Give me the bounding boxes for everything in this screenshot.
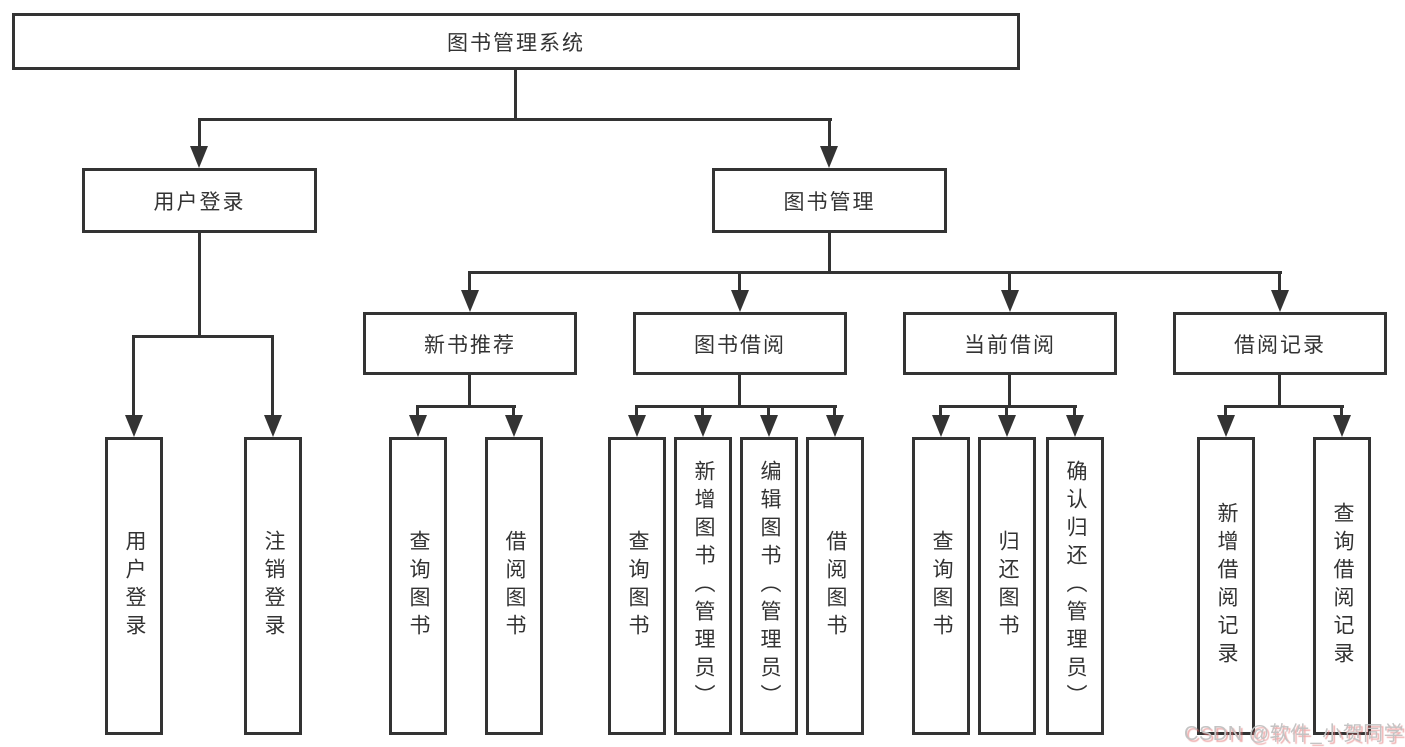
connector-line [468, 271, 1282, 274]
leaf-add-book-admin: 新增图书（管理员） [674, 437, 732, 735]
connector-line [468, 271, 471, 293]
leaf-query-book-borrow: 查询图书 [608, 437, 666, 735]
connector-line [271, 335, 274, 419]
connector-line [635, 405, 638, 421]
connector-line [1224, 405, 1344, 408]
connector-line [767, 405, 770, 421]
connector-line [1008, 375, 1011, 408]
connector-line [701, 405, 704, 421]
watermark-text: CSDN @软件_小贺同学 [1184, 723, 1405, 745]
arrowhead-down-icon [1217, 415, 1235, 437]
arrowhead-down-icon [1333, 415, 1351, 437]
leaf-query-borrow-record: 查询借阅记录 [1313, 437, 1371, 735]
connector-line [416, 405, 419, 421]
arrowhead-down-icon [628, 415, 646, 437]
node-book-management: 图书管理 [712, 168, 947, 233]
connector-line [198, 233, 201, 338]
connector-line [198, 118, 832, 121]
connector-line [514, 70, 517, 120]
connector-line [1278, 375, 1281, 408]
node-borrow-records: 借阅记录 [1173, 312, 1387, 375]
arrowhead-down-icon [190, 146, 208, 168]
connector-line [939, 405, 1077, 408]
leaf-return-book: 归还图书 [978, 437, 1036, 735]
connector-line [1224, 405, 1227, 421]
leaf-user-login: 用户登录 [105, 437, 163, 735]
connector-line [1278, 271, 1281, 293]
connector-line [132, 335, 274, 338]
arrowhead-down-icon [264, 415, 282, 437]
connector-line [738, 375, 741, 408]
arrowhead-down-icon [1066, 415, 1084, 437]
leaf-query-book-newrec: 查询图书 [389, 437, 447, 735]
arrowhead-down-icon [932, 415, 950, 437]
arrowhead-down-icon [731, 290, 749, 312]
connector-line [828, 233, 831, 274]
arrowhead-down-icon [505, 415, 523, 437]
connector-line [1008, 271, 1011, 293]
connector-line [939, 405, 942, 421]
connector-line [1005, 405, 1008, 421]
connector-line [828, 118, 831, 150]
arrowhead-down-icon [694, 415, 712, 437]
leaf-query-book-current: 查询图书 [912, 437, 970, 735]
arrowhead-down-icon [461, 290, 479, 312]
arrowhead-down-icon [1001, 290, 1019, 312]
connector-line [416, 405, 516, 408]
connector-line [1073, 405, 1076, 421]
connector-line [198, 118, 201, 150]
connector-line [132, 335, 135, 419]
arrowhead-down-icon [760, 415, 778, 437]
node-user-login: 用户登录 [82, 168, 317, 233]
arrowhead-down-icon [998, 415, 1016, 437]
node-root: 图书管理系统 [12, 13, 1020, 70]
leaf-logout: 注销登录 [244, 437, 302, 735]
node-current-borrow: 当前借阅 [903, 312, 1117, 375]
connector-line [738, 271, 741, 293]
leaf-edit-book-admin: 编辑图书（管理员） [740, 437, 798, 735]
node-book-borrow: 图书借阅 [633, 312, 847, 375]
arrowhead-down-icon [826, 415, 844, 437]
arrowhead-down-icon [1271, 290, 1289, 312]
connector-line [468, 375, 471, 408]
connector-line [635, 405, 837, 408]
connector-line [833, 405, 836, 421]
node-new-book-recommend: 新书推荐 [363, 312, 577, 375]
leaf-confirm-return-admin: 确认归还（管理员） [1046, 437, 1104, 735]
leaf-borrow-book-borrow: 借阅图书 [806, 437, 864, 735]
arrowhead-down-icon [409, 415, 427, 437]
leaf-borrow-book-newrec: 借阅图书 [485, 437, 543, 735]
leaf-add-borrow-record: 新增借阅记录 [1197, 437, 1255, 735]
connector-line [512, 405, 515, 421]
arrowhead-down-icon [125, 415, 143, 437]
connector-line [1340, 405, 1343, 421]
arrowhead-down-icon [820, 146, 838, 168]
